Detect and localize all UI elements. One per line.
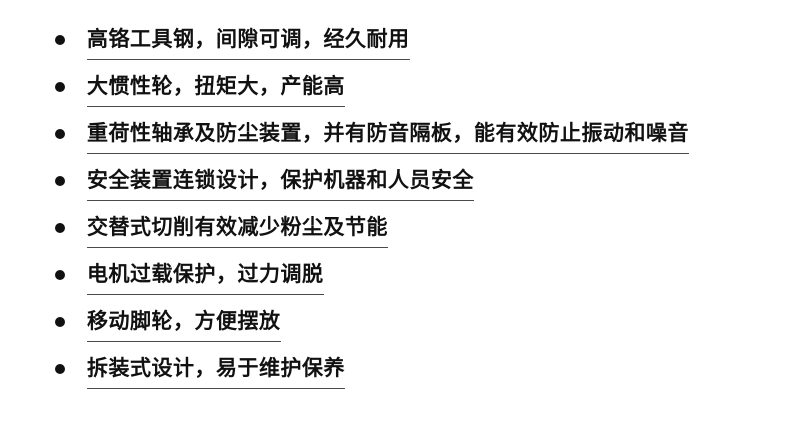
bullet-icon: [55, 176, 65, 186]
bullet-icon: [55, 35, 65, 45]
feature-text: 移动脚轮，方便摆放: [87, 308, 281, 342]
list-item: 安全装置连锁设计，保护机器和人员安全: [55, 167, 770, 201]
list-item: 交替式切削有效减少粉尘及节能: [55, 214, 770, 248]
bullet-icon: [55, 129, 65, 139]
feature-text: 交替式切削有效减少粉尘及节能: [87, 214, 388, 248]
list-item: 高铬工具钢，间隙可调，经久耐用: [55, 26, 770, 60]
list-item: 移动脚轮，方便摆放: [55, 308, 770, 342]
list-item: 重荷性轴承及防尘装置，并有防音隔板，能有效防止振动和噪音: [55, 120, 770, 154]
feature-text: 拆装式设计，易于维护保养: [87, 355, 345, 389]
feature-list: 高铬工具钢，间隙可调，经久耐用 大惯性轮，扭矩大，产能高 重荷性轴承及防尘装置，…: [55, 26, 770, 389]
bullet-icon: [55, 364, 65, 374]
bullet-icon: [55, 270, 65, 280]
list-item: 大惯性轮，扭矩大，产能高: [55, 73, 770, 107]
bullet-icon: [55, 317, 65, 327]
feature-text: 重荷性轴承及防尘装置，并有防音隔板，能有效防止振动和噪音: [87, 120, 689, 154]
bullet-icon: [55, 223, 65, 233]
feature-text: 大惯性轮，扭矩大，产能高: [87, 73, 345, 107]
feature-text: 安全装置连锁设计，保护机器和人员安全: [87, 167, 474, 201]
bullet-icon: [55, 82, 65, 92]
feature-text: 电机过载保护，过力调脱: [87, 261, 324, 295]
feature-text: 高铬工具钢，间隙可调，经久耐用: [87, 26, 410, 60]
list-item: 拆装式设计，易于维护保养: [55, 355, 770, 389]
list-item: 电机过载保护，过力调脱: [55, 261, 770, 295]
